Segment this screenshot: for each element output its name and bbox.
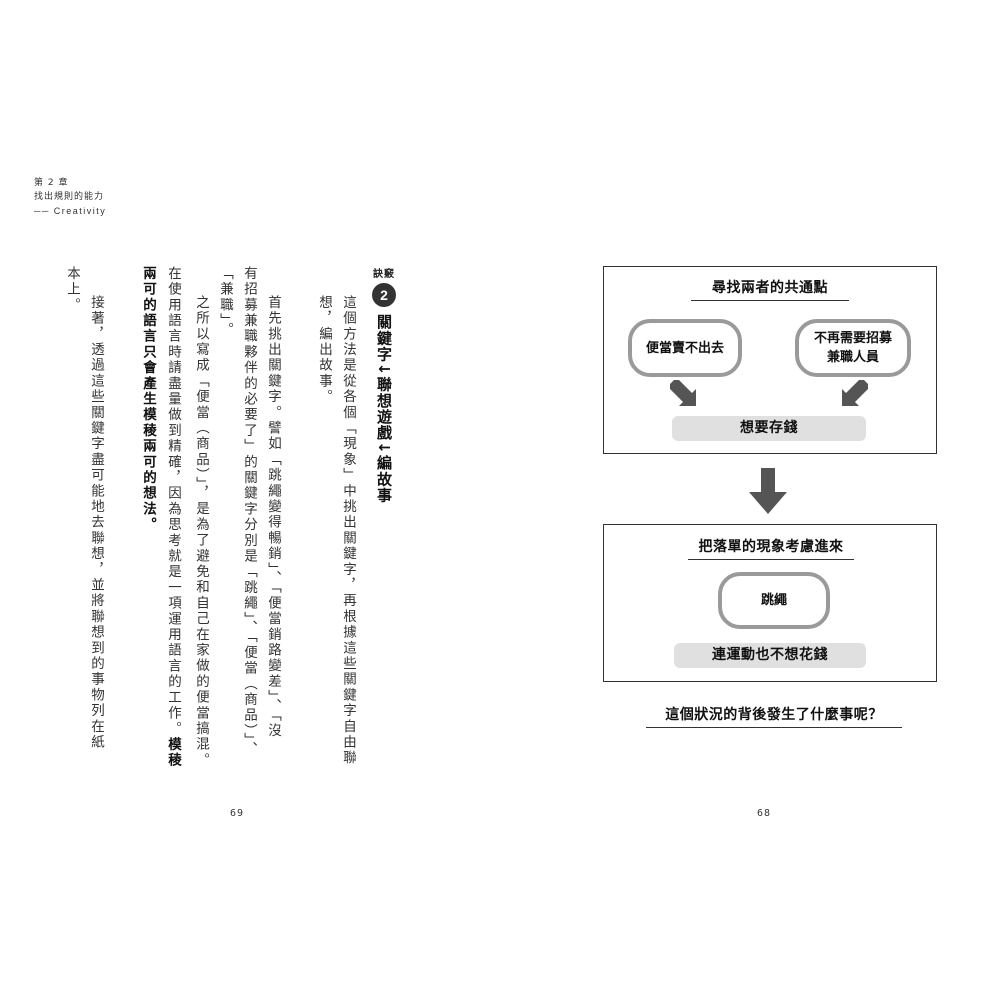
chapter-title: 找出規則的能力 [34, 192, 105, 202]
chapter-subtitle: ── Creativity [34, 206, 107, 216]
result-no-spending-on-exercise: 連運動也不想花錢 [674, 643, 866, 668]
body-column-4: 有招募兼職夥伴的必要了」的關鍵字分別是「跳繩」、「便當（商品）」、 [241, 266, 257, 758]
question-caption: 這個狀況的背後發生了什麼事呢？ [646, 704, 902, 728]
body-column-9: 接著，透過這些關鍵字盡可能地去聯想，並將聯想到的事物列在紙 [88, 295, 104, 751]
box-jump-rope-label: 跳繩 [760, 593, 787, 608]
panel2-heading: 把落單的現象考慮進來 [688, 536, 854, 560]
big-arrow-down-icon [749, 468, 787, 514]
chapter-number: 第 2 章 [34, 178, 69, 188]
tip-number-badge: 2 [372, 283, 396, 307]
page-number-right: 68 [757, 808, 772, 819]
tip-title: 關鍵字↓聯想遊戲↓編故事 [375, 314, 393, 504]
box-bento-label: 便當賣不出去 [645, 340, 724, 356]
body-column-1: 這個方法是從各個「現象」中挑出關鍵字，再根據這些關鍵字自由聯 [340, 295, 356, 766]
body-column-5: 「兼職」。 [217, 266, 233, 338]
body-column-6: 之所以寫成「便當（商品）」，是為了避免和自己在家做的便當搞混。 [193, 295, 209, 769]
tip-label: 訣竅 [373, 269, 395, 280]
box-no-parttime: 不再需要招募 兼職人員 [795, 319, 911, 377]
arrow-down-right-icon [670, 380, 696, 406]
body-column-8-bold: 兩可的語言只會產生模稜兩可的想法。 [140, 266, 156, 533]
box-jump-rope: 跳繩 [718, 572, 830, 629]
body-column-7-text: 在使用語言時請盡量做到精確，因為思考就是一項運用語言的工作。 [165, 266, 181, 737]
body-column-7-bold: 模稜 [165, 737, 181, 769]
arrow-down-left-icon [842, 380, 868, 406]
result-save-money: 想要存錢 [672, 416, 866, 441]
body-column-10: 本上。 [64, 266, 80, 314]
page-number-left: 69 [230, 808, 245, 819]
box-no-parttime-line1: 不再需要招募 [813, 331, 892, 346]
panel1-heading: 尋找兩者的共通點 [691, 277, 849, 301]
box-no-parttime-line2: 兼職人員 [826, 350, 879, 365]
box-bento-not-selling: 便當賣不出去 [628, 319, 742, 377]
body-column-2: 想，編出故事。 [316, 295, 332, 405]
body-column-8: 兩可的語言只會產生模稜兩可的想法。 [140, 266, 156, 533]
body-column-3: 首先挑出關鍵字。譬如「跳繩變得暢銷」、「便當銷路變差」、「沒 [265, 295, 281, 739]
body-column-7: 在使用語言時請盡量做到精確，因為思考就是一項運用語言的工作。模稜 [165, 266, 181, 768]
